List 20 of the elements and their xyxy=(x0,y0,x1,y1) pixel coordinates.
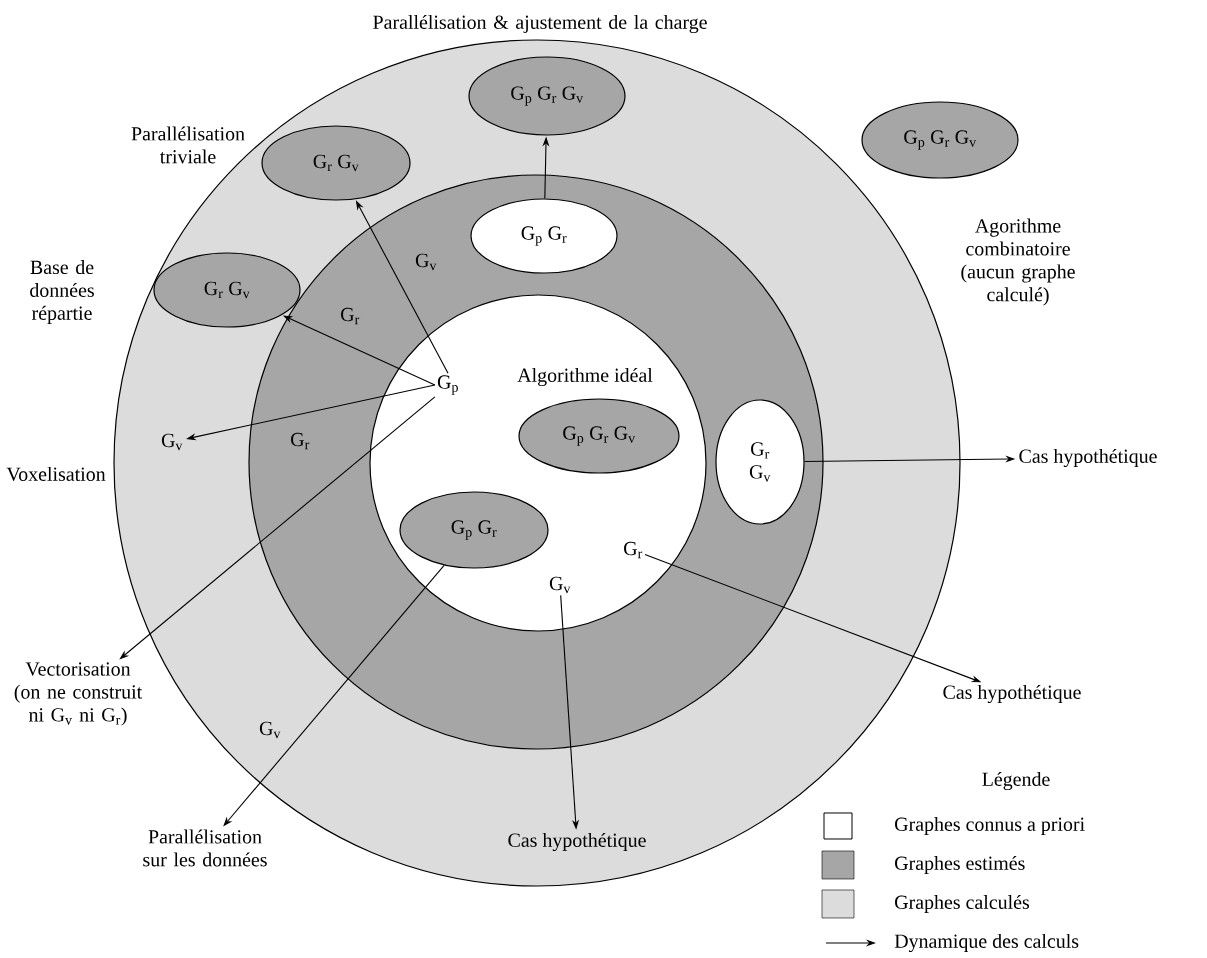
node-caption: Parallélisation & ajustement de la charge xyxy=(373,14,707,34)
graph-symbol: G$_{v}$ xyxy=(547,574,573,596)
graph-symbol: G$_{v}$ xyxy=(159,431,185,453)
node-caption: Parallélisation triviale xyxy=(131,126,245,164)
outcome-text: Vectorisation (on ne construit ni G$_{v}$ ni G$_{r}$) xyxy=(1,660,155,728)
outcome-text: Cas hypothétique xyxy=(1016,446,1160,470)
legend-title: Légende xyxy=(982,771,1050,791)
node-caption: Agorithme combinatoire (aucun graphe calculé) xyxy=(961,218,1075,306)
legend-label: Graphes calculés xyxy=(895,894,1030,914)
outcome-text: Cas hypothétique xyxy=(940,682,1084,706)
node-caption: Base de données répartie xyxy=(30,260,94,324)
ring-label: Algorithme idéal xyxy=(517,367,653,387)
graph-symbol: G$_{p}$ xyxy=(435,373,461,397)
legend-label: Dynamique des calculs xyxy=(894,933,1079,953)
legend-label: Graphes connus a priori xyxy=(895,816,1085,835)
legend-label: Graphes estimés xyxy=(895,855,1025,875)
outcome-text: Parallélisation sur les données xyxy=(128,827,282,869)
outcome-text: Cas hypothétique xyxy=(505,830,649,854)
node-caption: Voxelisation xyxy=(6,466,106,482)
graph-symbol: G$_{r}$ xyxy=(621,539,645,561)
